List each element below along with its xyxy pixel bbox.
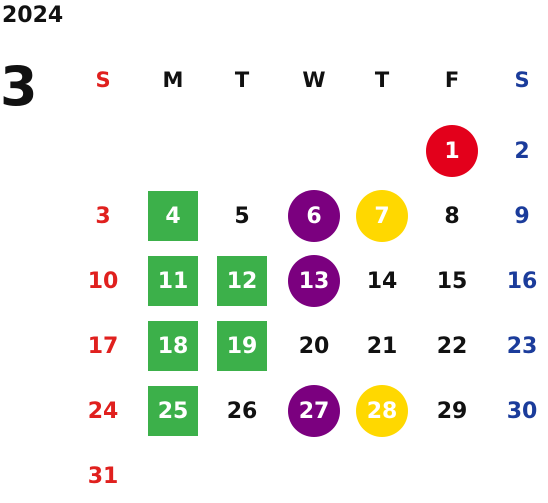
day-number: 14 [366, 268, 398, 294]
day-cell[interactable]: 4 [145, 190, 201, 242]
weekday-sunday: S [95, 68, 111, 92]
day-cell[interactable]: 1 [424, 125, 480, 177]
day-cell[interactable]: 27 [286, 385, 342, 437]
day-cell[interactable]: 21 [354, 320, 410, 372]
day-number-red-circle: 1 [426, 125, 478, 177]
day-cell[interactable]: 12 [214, 255, 270, 307]
day-number: 2 [514, 138, 530, 164]
day-cell[interactable]: 22 [424, 320, 480, 372]
day-number: 3 [95, 203, 111, 229]
day-number-purple-circle: 6 [288, 190, 340, 242]
day-cell[interactable]: 18 [145, 320, 201, 372]
day-number-green-square: 19 [217, 321, 267, 371]
day-number-yellow-circle: 28 [356, 385, 408, 437]
day-number: 30 [506, 398, 538, 424]
day-cell[interactable]: 8 [424, 190, 480, 242]
day-number: 17 [87, 333, 119, 359]
day-cell[interactable]: 11 [145, 255, 201, 307]
day-number: 23 [506, 333, 538, 359]
day-cell[interactable]: 3 [75, 190, 131, 242]
day-number-purple-circle: 13 [288, 255, 340, 307]
day-cell[interactable]: 7 [354, 190, 410, 242]
day-cell[interactable]: 2 [494, 125, 548, 177]
day-number: 24 [87, 398, 119, 424]
day-cell[interactable]: 5 [214, 190, 270, 242]
day-number: 26 [226, 398, 258, 424]
month-number: 3 [0, 55, 38, 118]
day-number-purple-circle: 27 [288, 385, 340, 437]
day-cell[interactable]: 15 [424, 255, 480, 307]
weekday-saturday: S [514, 68, 530, 92]
day-cell[interactable]: 31 [75, 450, 131, 502]
day-cell[interactable]: 14 [354, 255, 410, 307]
day-number: 31 [87, 463, 119, 489]
day-number: 10 [87, 268, 119, 294]
day-number-green-square: 11 [148, 256, 198, 306]
day-cell[interactable]: 20 [286, 320, 342, 372]
day-number: 16 [506, 268, 538, 294]
day-cell[interactable]: 17 [75, 320, 131, 372]
day-number-green-square: 12 [217, 256, 267, 306]
day-cell[interactable]: 26 [214, 385, 270, 437]
day-number: 8 [444, 203, 460, 229]
day-number-green-square: 18 [148, 321, 198, 371]
day-number-yellow-circle: 7 [356, 190, 408, 242]
day-number: 29 [436, 398, 468, 424]
day-cell[interactable]: 23 [494, 320, 548, 372]
weekday-monday: M [162, 68, 184, 92]
day-number-green-square: 25 [148, 386, 198, 436]
day-cell[interactable]: 29 [424, 385, 480, 437]
day-number: 22 [436, 333, 468, 359]
day-number: 20 [298, 333, 330, 359]
day-cell[interactable]: 16 [494, 255, 548, 307]
year-label: 2024 [2, 3, 64, 28]
weekday-tuesday: T [234, 68, 250, 92]
day-cell[interactable]: 19 [214, 320, 270, 372]
day-cell[interactable]: 24 [75, 385, 131, 437]
day-number: 5 [234, 203, 250, 229]
day-cell[interactable]: 25 [145, 385, 201, 437]
day-cell[interactable]: 9 [494, 190, 548, 242]
day-cell[interactable]: 28 [354, 385, 410, 437]
weekday-thursday: T [374, 68, 390, 92]
day-cell[interactable]: 10 [75, 255, 131, 307]
weekday-wednesday: W [302, 68, 326, 92]
day-cell[interactable]: 6 [286, 190, 342, 242]
day-number: 21 [366, 333, 398, 359]
day-number: 9 [514, 203, 530, 229]
day-number-green-square: 4 [148, 191, 198, 241]
day-cell[interactable]: 30 [494, 385, 548, 437]
day-number: 15 [436, 268, 468, 294]
day-cell[interactable]: 13 [286, 255, 342, 307]
weekday-friday: F [444, 68, 460, 92]
